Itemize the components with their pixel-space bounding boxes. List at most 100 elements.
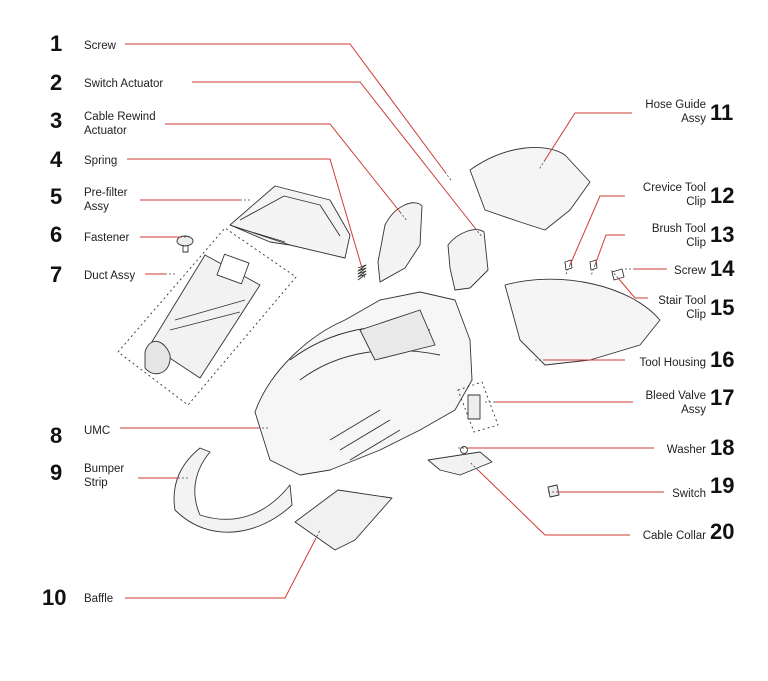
leader-line-10 (125, 539, 316, 599)
part-number-3: 3 (50, 108, 63, 133)
part-label-line: Tool Housing (639, 357, 706, 369)
part-number-9: 9 (50, 460, 63, 485)
part-label-line: Bleed Valve (645, 390, 706, 402)
part-label-line: Bumper (84, 463, 125, 475)
part-label-line: Cable Collar (642, 530, 706, 542)
stair-tool-clip-part (611, 268, 625, 281)
part-number-8: 8 (50, 423, 63, 448)
baffle-part (294, 489, 393, 551)
part-label-cable-collar: Cable Collar (643, 529, 706, 543)
washer-part (460, 446, 468, 454)
duct-assy-box (117, 227, 297, 406)
leader-line-2 (192, 81, 476, 229)
part-label-line: Assy (681, 113, 706, 125)
part-label-line: Stair Tool (658, 295, 706, 307)
leader-line-20 (477, 469, 630, 536)
part-label-screw: Screw (84, 39, 116, 53)
brush-tool-clip-part (589, 259, 598, 271)
part-number-5: 5 (50, 184, 63, 209)
part-label-line: Switch (672, 488, 706, 500)
part-label-line: Cable Rewind (84, 111, 156, 123)
leader-line-1 (125, 43, 446, 173)
part-label-line: Screw (84, 40, 116, 52)
duct-assy-part (144, 253, 261, 379)
part-number-4: 4 (50, 147, 63, 172)
part-label-baffle: Baffle (84, 592, 113, 606)
part-number-13: 13 (710, 222, 735, 247)
leader-tip-12 (565, 264, 571, 275)
leader-tip-1 (444, 171, 452, 181)
part-label-line: Crevice Tool (642, 182, 706, 194)
leader-tip-3 (399, 211, 407, 221)
leader-tip-11 (539, 159, 546, 169)
leader-tip-20 (470, 462, 479, 471)
part-label-line: UMC (84, 425, 111, 437)
bleed-valve-part (467, 394, 481, 420)
part-label-washer: Washer (667, 443, 706, 457)
leader-line-3 (165, 123, 401, 213)
leader-tip-15 (611, 270, 619, 279)
part-number-2: 2 (50, 70, 63, 95)
leader-line-4 (127, 158, 363, 269)
bumper-strip-part (173, 447, 293, 533)
part-label-line: Brush Tool (651, 223, 706, 235)
leader-tip-4 (361, 267, 366, 278)
part-number-19: 19 (710, 473, 735, 498)
leader-line-13 (594, 234, 625, 266)
part-label-line: Washer (666, 444, 706, 456)
part-number-10: 10 (42, 585, 67, 610)
spring-part (357, 264, 367, 281)
part-number-18: 18 (710, 435, 735, 460)
leader-tip-2 (474, 227, 482, 237)
part-number-17: 17 (710, 385, 735, 410)
hose-guide-part (469, 147, 591, 231)
part-label-fastener: Fastener (84, 231, 129, 245)
part-label-line: Clip (686, 309, 706, 321)
umc-body-part (254, 291, 473, 476)
part-label-screw: Screw (674, 264, 706, 278)
part-label-umc: UMC (84, 424, 110, 438)
part-number-6: 6 (50, 222, 63, 247)
part-number-12: 12 (710, 183, 735, 208)
part-label-line: Pre-filter (84, 187, 128, 199)
part-number-15: 15 (710, 295, 735, 320)
leader-tip-13 (591, 264, 596, 275)
part-label-switch-actuator: Switch Actuator (84, 77, 163, 91)
leader-line-15 (617, 277, 648, 299)
part-label-line: Duct Assy (84, 270, 136, 282)
part-label-tool-housing: Tool Housing (640, 356, 706, 370)
pre-filter-part (229, 185, 351, 259)
leader-lines (120, 43, 667, 599)
leader-tip-10 (314, 530, 320, 541)
part-label-line: Baffle (84, 593, 114, 605)
crevice-tool-clip-part (564, 259, 573, 271)
part-label-line: Switch Actuator (84, 78, 164, 90)
fastener-part (176, 235, 194, 253)
part-number-1: 1 (50, 31, 63, 56)
part-label-line: Assy (681, 404, 706, 416)
switch-actuator-part (447, 229, 489, 291)
part-label-line: Spring (84, 155, 118, 167)
part-label-line: Strip (84, 477, 108, 489)
part-label-line: Screw (674, 265, 706, 277)
part-label-line: Hose Guide (645, 99, 706, 111)
part-label-switch: Switch (672, 487, 706, 501)
part-label-spring: Spring (84, 154, 117, 168)
part-label-duct-assy: Duct Assy (84, 269, 135, 283)
part-number-14: 14 (710, 256, 735, 281)
part-number-7: 7 (50, 262, 63, 287)
part-label-line: Assy (84, 201, 109, 213)
part-label-line: Fastener (84, 232, 130, 244)
switch-part (547, 484, 560, 498)
part-number-11: 11 (710, 100, 734, 125)
part-number-16: 16 (710, 347, 735, 372)
